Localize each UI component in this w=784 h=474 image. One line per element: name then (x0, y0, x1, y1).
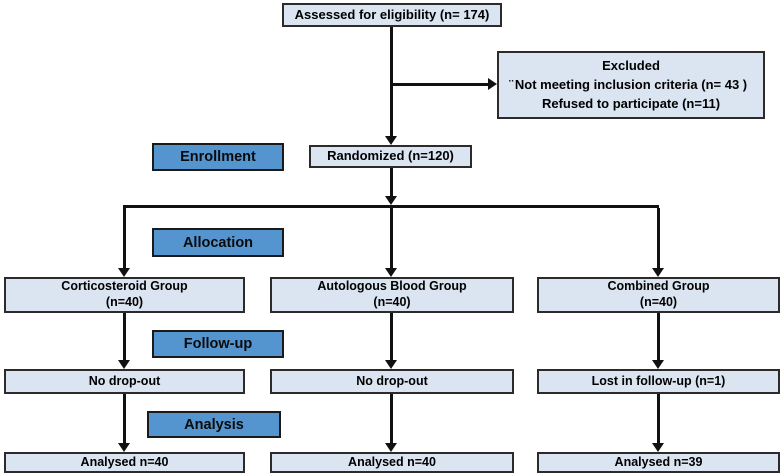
excluded-reason-1: ¨ Not meeting inclusion criteria (n= 43 … (499, 77, 763, 93)
arrowhead-down-right-analysed (652, 443, 664, 452)
group-box-corticosteroid: Corticosteroid Group (n=40) (4, 277, 245, 313)
arrowhead-down-left-followup (118, 360, 130, 369)
group-n: (n=40) (105, 295, 144, 309)
arrowhead-down-left-group (118, 268, 130, 277)
randomized-label: Randomized (n=120) (327, 148, 454, 164)
followup-status: No drop-out (88, 373, 161, 388)
connector-right-followup (657, 313, 660, 360)
analysis-label: Analysis (184, 416, 244, 433)
assessed-eligibility-label: Assessed for eligibility (n= 174) (294, 6, 490, 22)
excluded-title: Excluded (602, 57, 660, 73)
group-box-autologous-blood: Autologous Blood Group (n=40) (270, 277, 514, 313)
group-name: Corticosteroid Group (61, 279, 188, 294)
connector-left-followup (123, 313, 126, 360)
analysed-count: Analysed n=40 (348, 454, 436, 469)
excluded-reason-1-label: Not meeting inclusion criteria (n= 43 ) (514, 76, 748, 92)
randomized-box: Randomized (n=120) (309, 145, 472, 168)
connector-center-analysed (390, 394, 393, 443)
group-n: (n=40) (639, 295, 678, 309)
connector-split-right (657, 208, 660, 268)
group-n: (n=40) (373, 295, 411, 309)
followup-box-autologous-blood: No drop-out (270, 369, 514, 394)
analysed-box-combined: Analysed n=39 (537, 452, 780, 473)
stage-label-analysis: Analysis (147, 411, 281, 438)
stage-label-enrollment: Enrollment (152, 143, 284, 171)
analysed-count: Analysed n=39 (614, 454, 703, 469)
connector-left-analysed (123, 394, 126, 443)
arrowhead-down-left-analysed (118, 443, 130, 452)
connector-branch-excluded (391, 83, 488, 86)
excluded-box: Excluded ¨ Not meeting inclusion criteri… (497, 51, 765, 119)
followup-box-corticosteroid: No drop-out (4, 369, 245, 394)
assessed-eligibility-box: Assessed for eligibility (n= 174) (282, 3, 502, 27)
followup-box-combined: Lost in follow-up (n=1) (537, 369, 780, 394)
analysed-box-autologous-blood: Analysed n=40 (270, 452, 514, 473)
analysed-count: Analysed n=40 (80, 454, 169, 469)
followup-status: Lost in follow-up (n=1) (591, 373, 726, 388)
arrowhead-right-excluded (488, 78, 497, 90)
connector-split-left (123, 208, 126, 268)
arrowhead-down-right-group (652, 268, 664, 277)
arrowhead-down-center-analysed (385, 443, 397, 452)
excluded-reason-2: Refused to participate (n=11) (541, 96, 721, 112)
group-name: Combined Group (607, 279, 710, 294)
arrowhead-down-randomized (385, 136, 397, 145)
group-name: Autologous Blood Group (317, 279, 467, 294)
bullet-dots: ¨ (509, 76, 514, 92)
stage-label-followup: Follow-up (152, 330, 284, 358)
followup-status: No drop-out (356, 373, 428, 388)
allocation-label: Allocation (182, 234, 254, 251)
followup-label: Follow-up (183, 336, 253, 352)
enrollment-label: Enrollment (180, 149, 256, 165)
arrowhead-down-split (385, 196, 397, 205)
connector-split-center (390, 208, 393, 268)
connector-right-analysed (657, 394, 660, 443)
analysed-box-corticosteroid: Analysed n=40 (4, 452, 245, 473)
connector-split-horizontal (123, 205, 659, 208)
arrowhead-down-center-followup (385, 360, 397, 369)
stage-label-allocation: Allocation (152, 228, 284, 257)
arrowhead-down-right-followup (652, 360, 664, 369)
connector-randomized-to-split (390, 168, 393, 196)
connector-center-followup (390, 313, 393, 360)
connector-assessed-to-randomized (390, 27, 393, 136)
group-box-combined: Combined Group (n=40) (537, 277, 780, 313)
arrowhead-down-center-group (385, 268, 397, 277)
